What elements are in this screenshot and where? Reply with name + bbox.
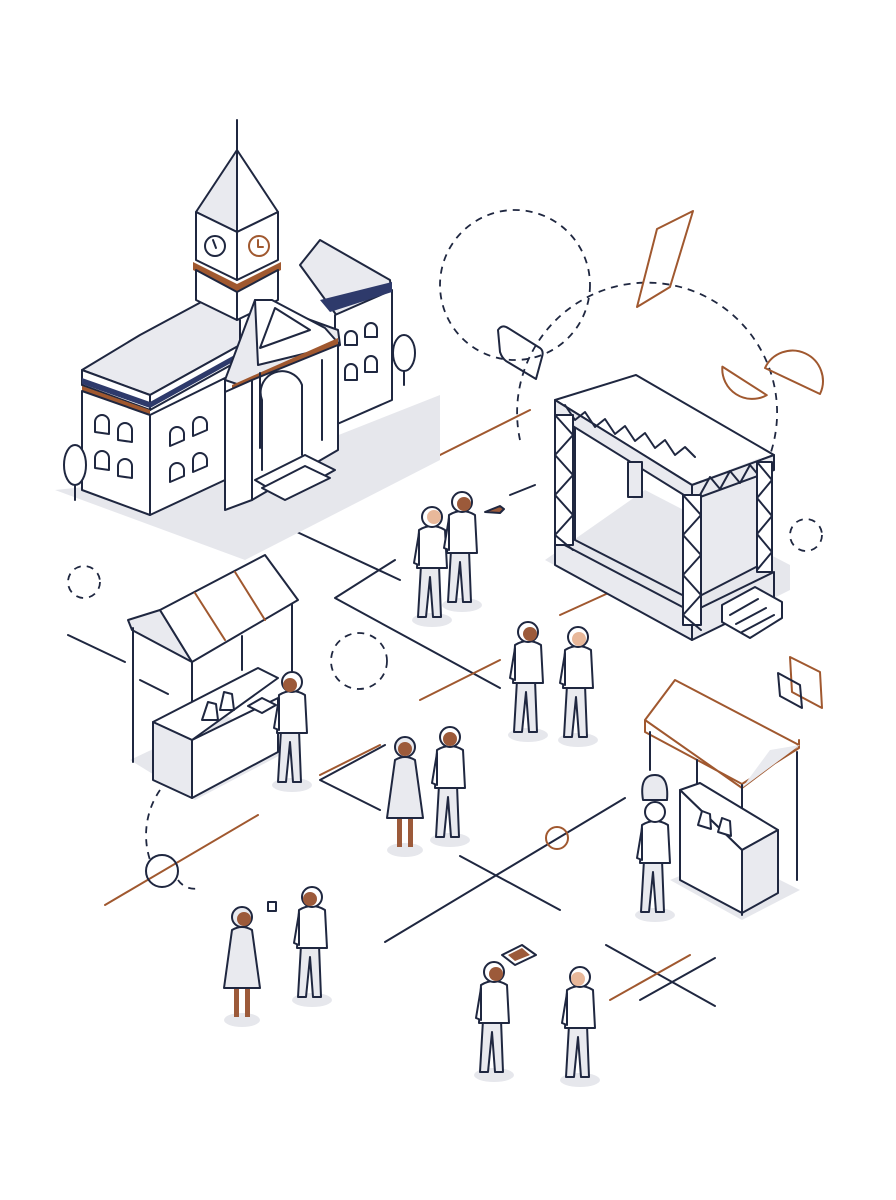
people [223, 491, 676, 1088]
stage [545, 374, 790, 641]
dashed-circles [67, 209, 823, 890]
floating-shapes [145, 210, 824, 888]
market-stall-left [127, 554, 299, 800]
person-group-5 [473, 944, 601, 1088]
vendor-left [247, 671, 313, 793]
decorative-lines [67, 409, 716, 1007]
town-hall [55, 119, 440, 560]
person-group-2 [507, 621, 599, 748]
person-group-3 [386, 726, 471, 858]
person-group-4 [223, 886, 333, 1028]
person-group-1 [411, 491, 505, 628]
shopper-right [634, 774, 676, 923]
market-stall-right [644, 679, 800, 920]
